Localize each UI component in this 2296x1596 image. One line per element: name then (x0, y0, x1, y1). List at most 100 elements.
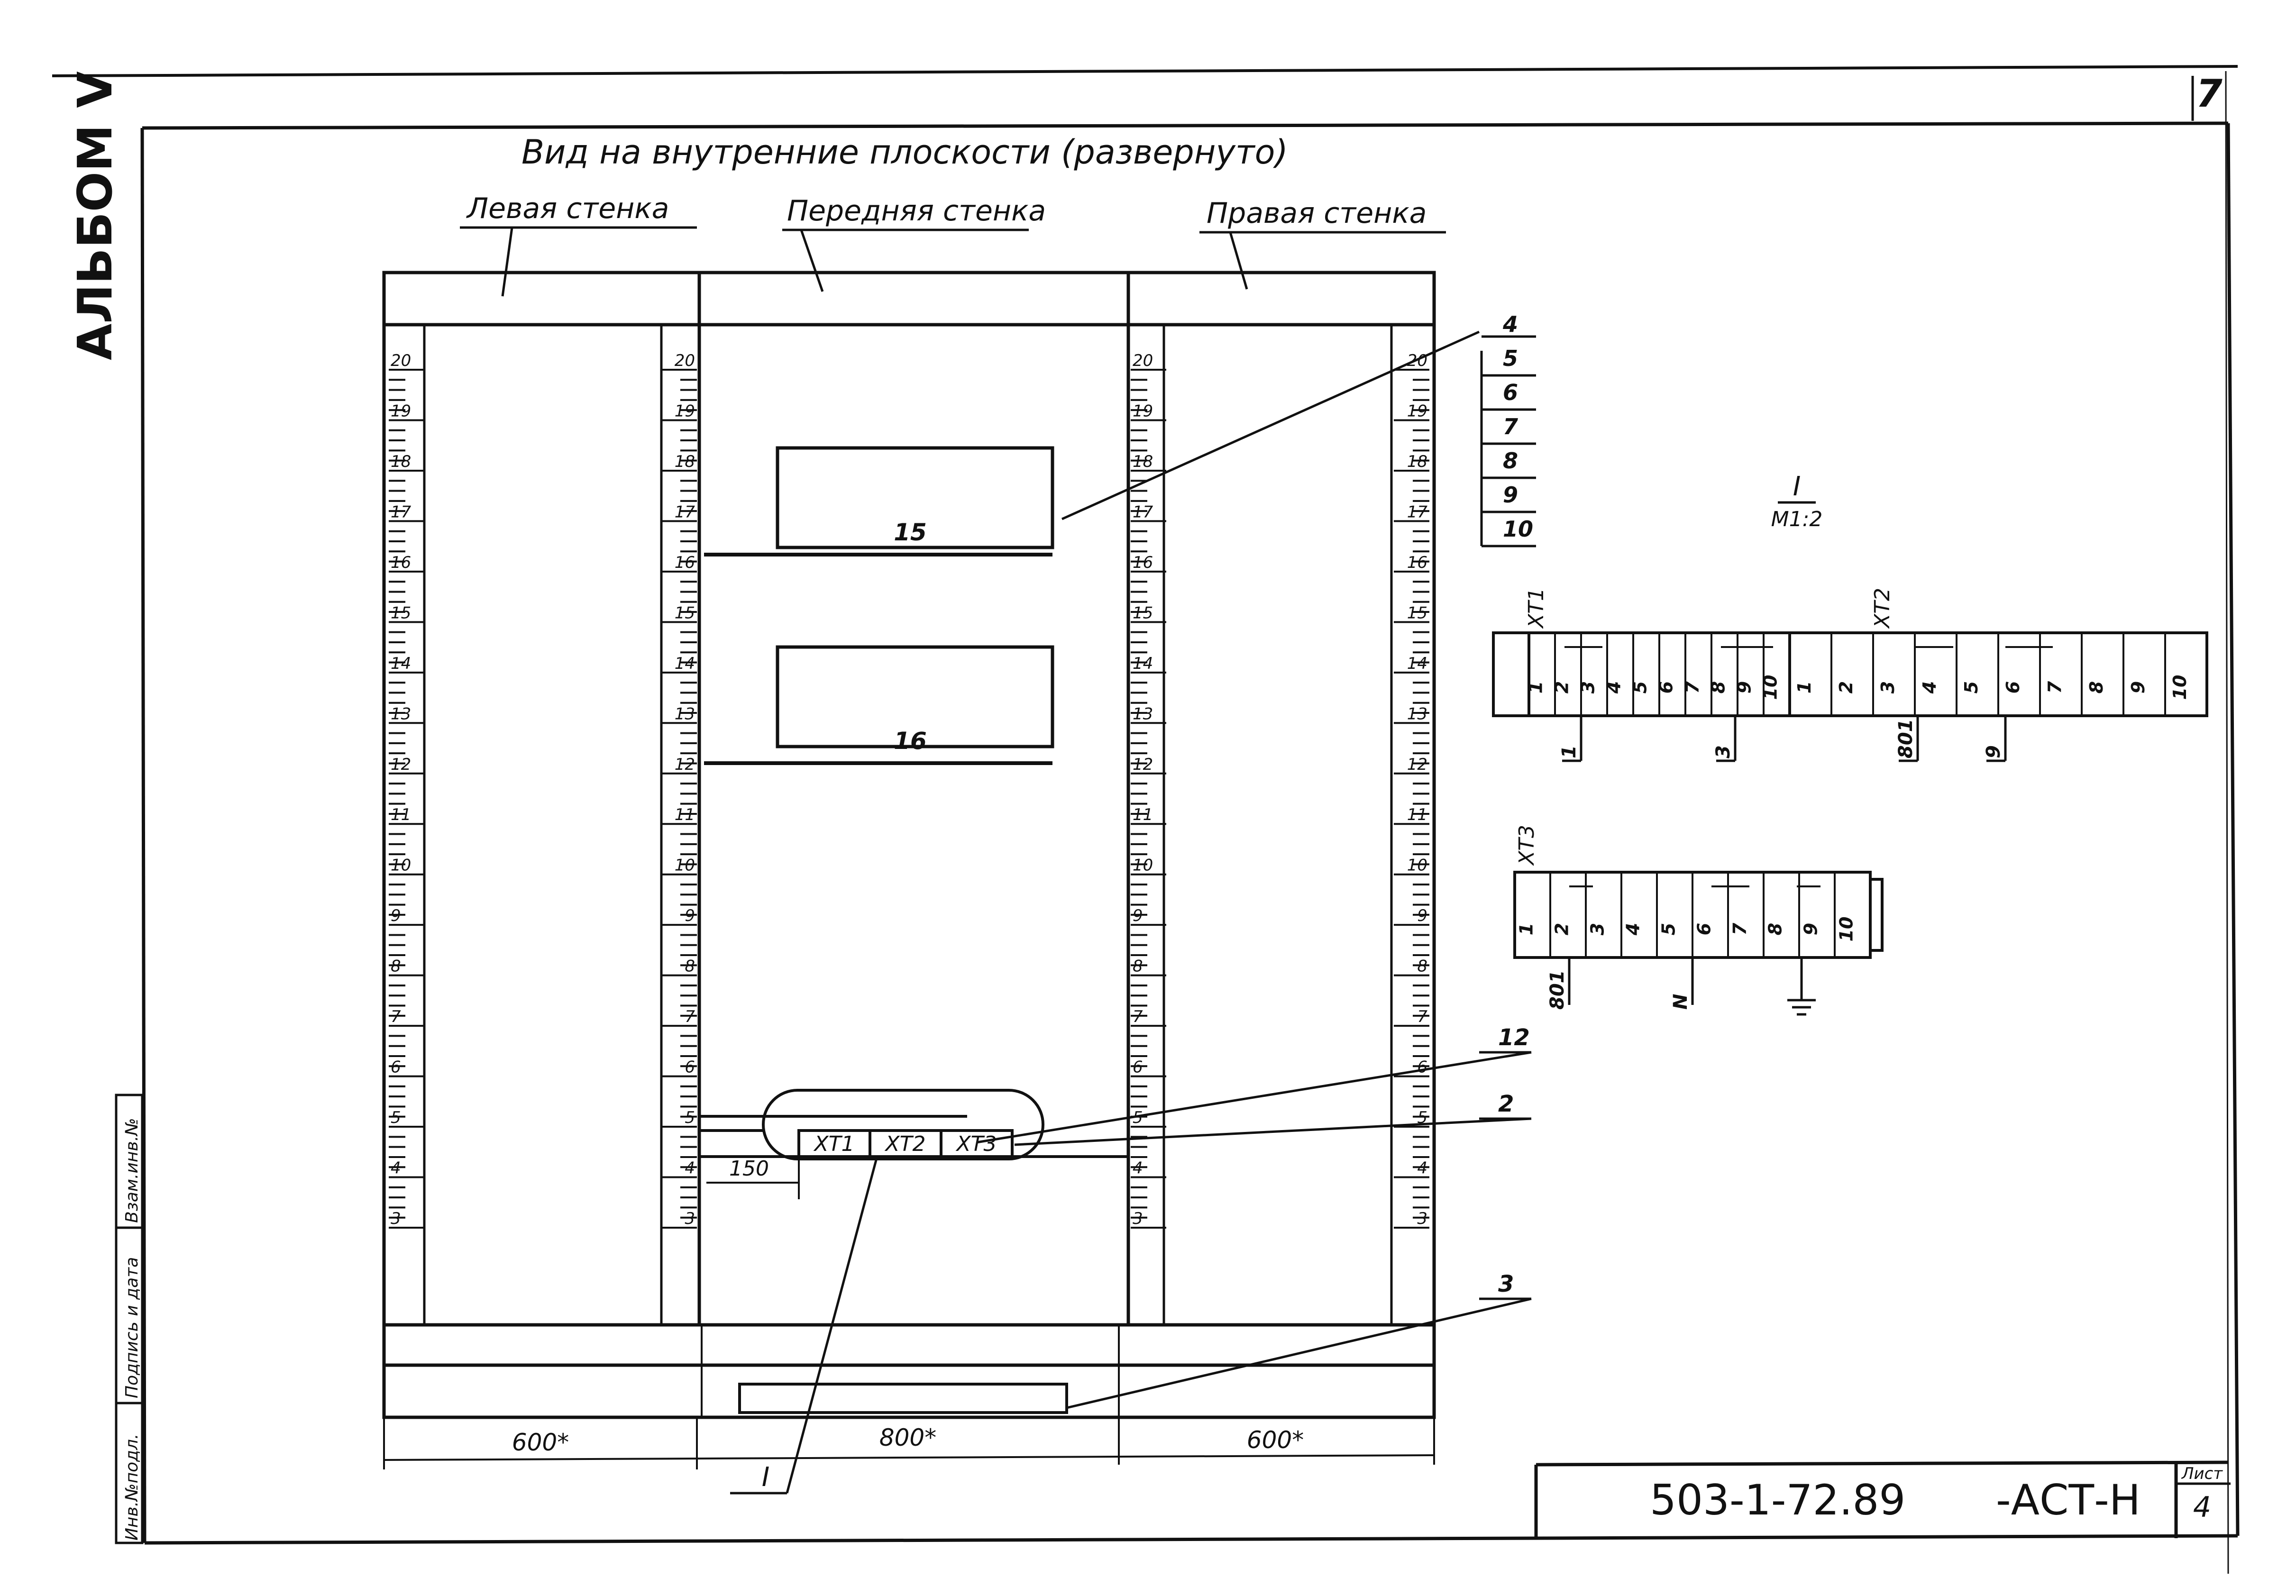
rail-tick-label: 20 (675, 351, 695, 370)
rail-tick-label: 9 (1417, 906, 1427, 925)
rail-tick-label: 17 (1407, 502, 1428, 521)
detail-xt1-row-cell: 1 (1526, 681, 1546, 693)
rail-tick-label: 18 (1133, 452, 1153, 471)
rail-tick-label: 4 (1133, 1159, 1143, 1178)
detail-xt1-row-cell: 5 (1630, 681, 1651, 693)
leader-stack-number: 6 (1503, 380, 1518, 405)
rail-tick-label: 8 (1133, 957, 1143, 976)
detail-xt3-row-cell: 6 (1694, 923, 1715, 935)
detail-xt2-row-cell: 1 (1794, 681, 1815, 693)
doc-code: 503-1-72.89 (1650, 1476, 1905, 1524)
rail-tick-label: 6 (685, 1058, 695, 1077)
leader-stack-number: 9 (1503, 482, 1518, 508)
rail-tick-label: 11 (391, 805, 411, 824)
rail-tick-label: 15 (391, 603, 411, 622)
detail-xt1-row-cell: 10 (1760, 675, 1781, 700)
rail-tick-label: 9 (685, 906, 695, 925)
detail-xt3-row-cell: 3 (1587, 923, 1608, 935)
dimension-left: 600* (512, 1429, 569, 1456)
detail-xt3-row-cell: 10 (1836, 917, 1857, 942)
rail-tick-label: 13 (1407, 704, 1427, 723)
cabinet-elevation (382, 271, 1436, 1419)
detail-xt2-row-cell: 2 (1836, 681, 1857, 693)
rail-tick-label: 4 (391, 1159, 401, 1178)
rail-tick-label: 11 (1407, 805, 1427, 824)
leader-2: 2 (1498, 1091, 1514, 1117)
rail-tick-label: 8 (685, 957, 695, 976)
rail-tick-label: 9 (1133, 906, 1143, 925)
rail-tick-label: 12 (675, 755, 695, 774)
offset-dimension: 150 (729, 1157, 769, 1181)
side-stamp-sign: Подпись и дата (122, 1257, 142, 1398)
rail-tick-label: 6 (391, 1058, 401, 1077)
terminal-label-xt3: XT3 (955, 1132, 997, 1156)
detail-xt2-row-cell: 7 (2044, 681, 2065, 693)
sheet-label: Лист (2181, 1464, 2223, 1483)
rail-tick-label: 3 (1417, 1209, 1427, 1228)
rail-tick-label: 3 (685, 1209, 695, 1228)
rail-tick-label: 16 (675, 553, 695, 572)
detail-xt3-row-cell: 4 (1623, 923, 1644, 936)
rail-tick-label: 12 (1407, 755, 1427, 774)
terminal-label-xt2: XT2 (884, 1132, 925, 1156)
rail-tick-label: 18 (391, 452, 411, 471)
rail-tick-label: 15 (1133, 603, 1153, 622)
detail-xt1-row-cell: 6 (1656, 681, 1677, 693)
detail-wire-label: 9 (1983, 745, 2004, 758)
leader-stack-number: 8 (1503, 448, 1518, 474)
rail-tick-label: 5 (1417, 1108, 1427, 1127)
rail-tick-label: 19 (391, 401, 411, 420)
rail-tick-label: 18 (1407, 452, 1427, 471)
rail-tick-label: 6 (1133, 1058, 1143, 1077)
rail-tick-label: 19 (675, 401, 695, 420)
detail-xt1-label: XT1 (1524, 588, 1548, 629)
rail-tick-label: 20 (1133, 351, 1153, 370)
view-title: Вид на внутренние плоскости (развернуто) (521, 133, 1288, 172)
rail-tick-label: 16 (1407, 553, 1427, 572)
sheet-number: 4 (2193, 1491, 2211, 1524)
detail-xt1-row-cell: 4 (1604, 681, 1625, 694)
rail-tick-label: 14 (1133, 654, 1153, 673)
leader-stack-number: 10 (1503, 516, 1533, 542)
detail-xt3-row-cell: 2 (1552, 923, 1573, 935)
detail-xt3-row-cell: 5 (1658, 923, 1679, 935)
rail-tick-label: 7 (685, 1007, 695, 1026)
rail-tick-label: 7 (1417, 1007, 1427, 1026)
rail-tick-label: 12 (1133, 755, 1153, 774)
rail-tick-label: 11 (1133, 805, 1153, 824)
side-stamp-replace: Взам.инв.№ (122, 1118, 142, 1223)
rail-tick-label: 20 (391, 351, 411, 370)
panel-16-label: 16 (894, 727, 927, 755)
detail-scale: M1:2 (1771, 507, 1823, 531)
rail-tick-label: 16 (1133, 553, 1153, 572)
rail-tick-label: 14 (1407, 654, 1427, 673)
detail-callout: I (762, 1462, 770, 1493)
dimension-front: 800* (879, 1424, 936, 1451)
detail-xt2-row-cell: 6 (2003, 681, 2023, 693)
terminal-label-xt1: XT1 (813, 1132, 854, 1156)
side-stamp (115, 1094, 144, 1544)
rail-tick-label: 13 (675, 704, 695, 723)
panel-15-label: 15 (894, 519, 927, 546)
sheet-corner-number: 7 (2196, 72, 2223, 116)
leader-stack-number: 4 (1502, 311, 1518, 337)
detail-xt2-row-cell: 5 (1961, 681, 1982, 693)
rail-tick-label: 5 (685, 1108, 695, 1127)
detail-xt1-row-cell: 8 (1708, 681, 1729, 693)
rail-tick-label: 7 (1133, 1007, 1143, 1026)
title-block (1534, 1460, 2231, 1538)
wall-label-right: Правая стенка (1207, 197, 1427, 230)
rail-tick-label: 8 (391, 957, 401, 976)
detail-wire-label: 1 (1558, 745, 1580, 758)
wall-label-front: Передняя стенка (787, 194, 1046, 228)
rail-tick-label: 19 (1407, 401, 1427, 420)
rail-tick-label: 18 (675, 452, 695, 471)
detail-xt2-row-cell: 8 (2086, 681, 2107, 693)
detail-xt2-row-cell: 9 (2128, 681, 2149, 693)
doc-suffix: -АСТ-Н (1996, 1476, 2140, 1524)
scale-rails: 2019181716151413121110987654320191817161… (389, 351, 1429, 1229)
rail-tick-label: 17 (1133, 502, 1153, 521)
